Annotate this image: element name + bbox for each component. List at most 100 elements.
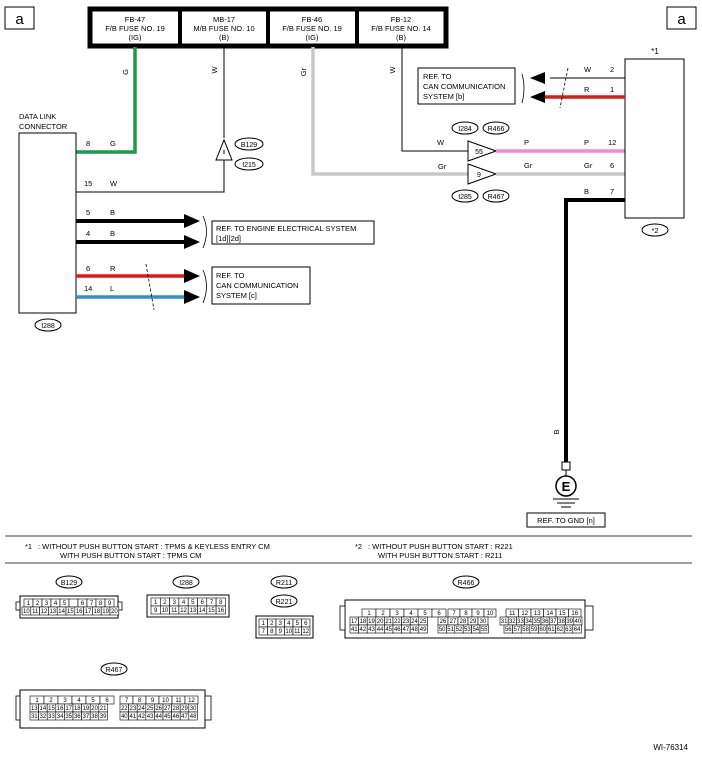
module-pin-w-color: W bbox=[584, 65, 592, 74]
cv-r466-cell bbox=[479, 624, 489, 634]
cv-b129-pin-label: 3 bbox=[45, 601, 49, 607]
cv-r467-pin-label: 18 bbox=[74, 706, 81, 712]
dlc-pin-15-color: W bbox=[110, 179, 118, 188]
cv-r466-pin-label: 51 bbox=[447, 627, 454, 633]
page-marker-right: a bbox=[677, 11, 686, 28]
cv-r467-pin-label: 36 bbox=[74, 714, 81, 720]
cv-r211-pin-label: 8 bbox=[270, 629, 274, 635]
ref-can-c-box bbox=[211, 266, 311, 305]
cv-r467-pin-label: 1 bbox=[35, 698, 39, 704]
cv-r466-pin-label: 34 bbox=[525, 619, 532, 625]
cv-r466-pin-label: 61 bbox=[548, 627, 555, 633]
cv-r466-pin-label: 10 bbox=[487, 611, 494, 617]
wire-label-gr-in: Gr bbox=[438, 162, 447, 171]
cv-r467-pin-label: 35 bbox=[65, 714, 72, 720]
conn-tag-b129 bbox=[234, 137, 264, 151]
wire-label-p-mid: P bbox=[524, 138, 529, 147]
note2-line2: WITH PUSH BUTTON START : R211 bbox=[378, 551, 502, 560]
dlc-pin-5: 5 bbox=[86, 208, 90, 217]
cv-r466-pin-label: 64 bbox=[574, 627, 581, 633]
cv-r467-pin-label: 48 bbox=[190, 714, 197, 720]
ref-can-b-line1: REF. TO bbox=[423, 72, 452, 81]
cv-b129-tag bbox=[55, 575, 83, 589]
cv-r467-pin-label: 23 bbox=[130, 706, 137, 712]
module-pin-b-color: B bbox=[584, 187, 589, 196]
wire-label-w-mb17: W bbox=[210, 66, 219, 74]
cv-r466-pin-label: 47 bbox=[403, 627, 410, 633]
cv-i288-pin-label: 12 bbox=[180, 608, 187, 614]
fuse-mb17-desc: M/B FUSE NO. 10 bbox=[193, 24, 254, 33]
cv-r466-pin-label: 1 bbox=[367, 611, 371, 617]
cv-r466-pin-label: 27 bbox=[450, 619, 457, 625]
cv-b129-pin-label: 17 bbox=[85, 609, 92, 615]
cv-r466-pin-label: 31 bbox=[501, 619, 508, 625]
cv-r466-pin-label: 15 bbox=[559, 611, 566, 617]
cv-r467-pin-label: 27 bbox=[164, 706, 171, 712]
cv-r211-pin-label: 4 bbox=[287, 621, 291, 627]
arrow-can-b-r bbox=[530, 91, 545, 103]
arrow-engine-5 bbox=[184, 214, 200, 228]
conn-tag-r467-label: R467 bbox=[488, 194, 505, 201]
cv-r466-pin-label: 8 bbox=[464, 611, 468, 617]
cv-b129-pin-label: 5 bbox=[63, 601, 67, 607]
cv-r466-pin-label: 21 bbox=[385, 619, 392, 625]
fuse-fb46-desc: F/B FUSE NO. 19 bbox=[282, 24, 342, 33]
cv-r466-pin-label: 37 bbox=[550, 619, 557, 625]
module-pin-7: 7 bbox=[610, 187, 614, 196]
cv-r466-pin-label: 29 bbox=[470, 619, 477, 625]
cv-r467-pin-label: 17 bbox=[65, 706, 72, 712]
dlc-pin-14-color: L bbox=[110, 284, 114, 293]
cv-r466-pin-label: 20 bbox=[377, 619, 384, 625]
cv-i288-pin-label: 11 bbox=[171, 608, 178, 614]
cv-r466-pin-label: 60 bbox=[539, 627, 546, 633]
cv-r467-pin-label: 24 bbox=[138, 706, 145, 712]
fuse-fb12-name: FB-12 bbox=[391, 15, 411, 24]
cv-i288-pin-label: 14 bbox=[199, 608, 206, 614]
conn-tag-r466 bbox=[482, 121, 510, 135]
cv-r466-pin-label: 62 bbox=[557, 627, 564, 633]
module-star2-tag bbox=[641, 223, 669, 237]
cv-r466-pin-label: 58 bbox=[522, 627, 529, 633]
note1-mark: *1 bbox=[25, 542, 32, 551]
cv-i288-pin-label: 9 bbox=[154, 608, 158, 614]
fuse-fb47-desc: F/B FUSE NO. 19 bbox=[105, 24, 165, 33]
wire-label-w-fb12: W bbox=[388, 66, 397, 74]
module-pin-12: 12 bbox=[608, 138, 616, 147]
ground-symbol bbox=[555, 475, 577, 497]
cv-r466-pin-label: 56 bbox=[505, 627, 512, 633]
cv-b129-pin-label: 11 bbox=[32, 609, 39, 615]
cv-r221-tag bbox=[270, 594, 298, 608]
conn-tag-i284-label: I284 bbox=[458, 126, 472, 133]
cv-r467-pin-label: 44 bbox=[155, 714, 162, 720]
fuse-fb46-mode: (IG) bbox=[306, 33, 319, 42]
cv-b129-label: B129 bbox=[61, 580, 77, 587]
cv-b129-cell bbox=[109, 606, 120, 616]
cv-r466-pin-label: 50 bbox=[439, 627, 446, 633]
module-star2: *2 bbox=[651, 226, 658, 235]
cv-r466-pin-label: 32 bbox=[509, 619, 516, 625]
dlc-id-tag bbox=[34, 318, 62, 332]
page-marker-right-box bbox=[666, 6, 697, 30]
cv-b129-pin-label: 2 bbox=[36, 601, 40, 607]
cv-r211-pin-label: 2 bbox=[270, 621, 274, 627]
wire-green-g bbox=[76, 47, 137, 154]
cv-r466-cell bbox=[483, 608, 497, 618]
dlc-title-1: DATA LINK bbox=[19, 112, 56, 121]
cv-r467-pin-label: 31 bbox=[31, 714, 38, 720]
cv-r466-pin-label: 4 bbox=[409, 611, 413, 617]
cv-r466-pin-label: 22 bbox=[394, 619, 401, 625]
cv-b129-pin-label: 6 bbox=[81, 601, 85, 607]
module-pin-p-color: P bbox=[584, 138, 589, 147]
cv-r466-pin-label: 52 bbox=[456, 627, 463, 633]
cv-r211-pin-label: 7 bbox=[262, 629, 266, 635]
cv-r467-pin-label: 9 bbox=[151, 698, 155, 704]
cv-r467-tag bbox=[100, 662, 128, 676]
cv-r466-pin-label: 33 bbox=[517, 619, 524, 625]
cv-r466-pin-label: 46 bbox=[394, 627, 401, 633]
module-box bbox=[624, 58, 685, 219]
cv-r466-pin-label: 40 bbox=[575, 619, 582, 625]
cv-r467-pin-label: 14 bbox=[40, 706, 47, 712]
note2-line1: : WITHOUT PUSH BUTTON START : R221 bbox=[368, 542, 513, 551]
cv-r466-pin-label: 35 bbox=[534, 619, 541, 625]
